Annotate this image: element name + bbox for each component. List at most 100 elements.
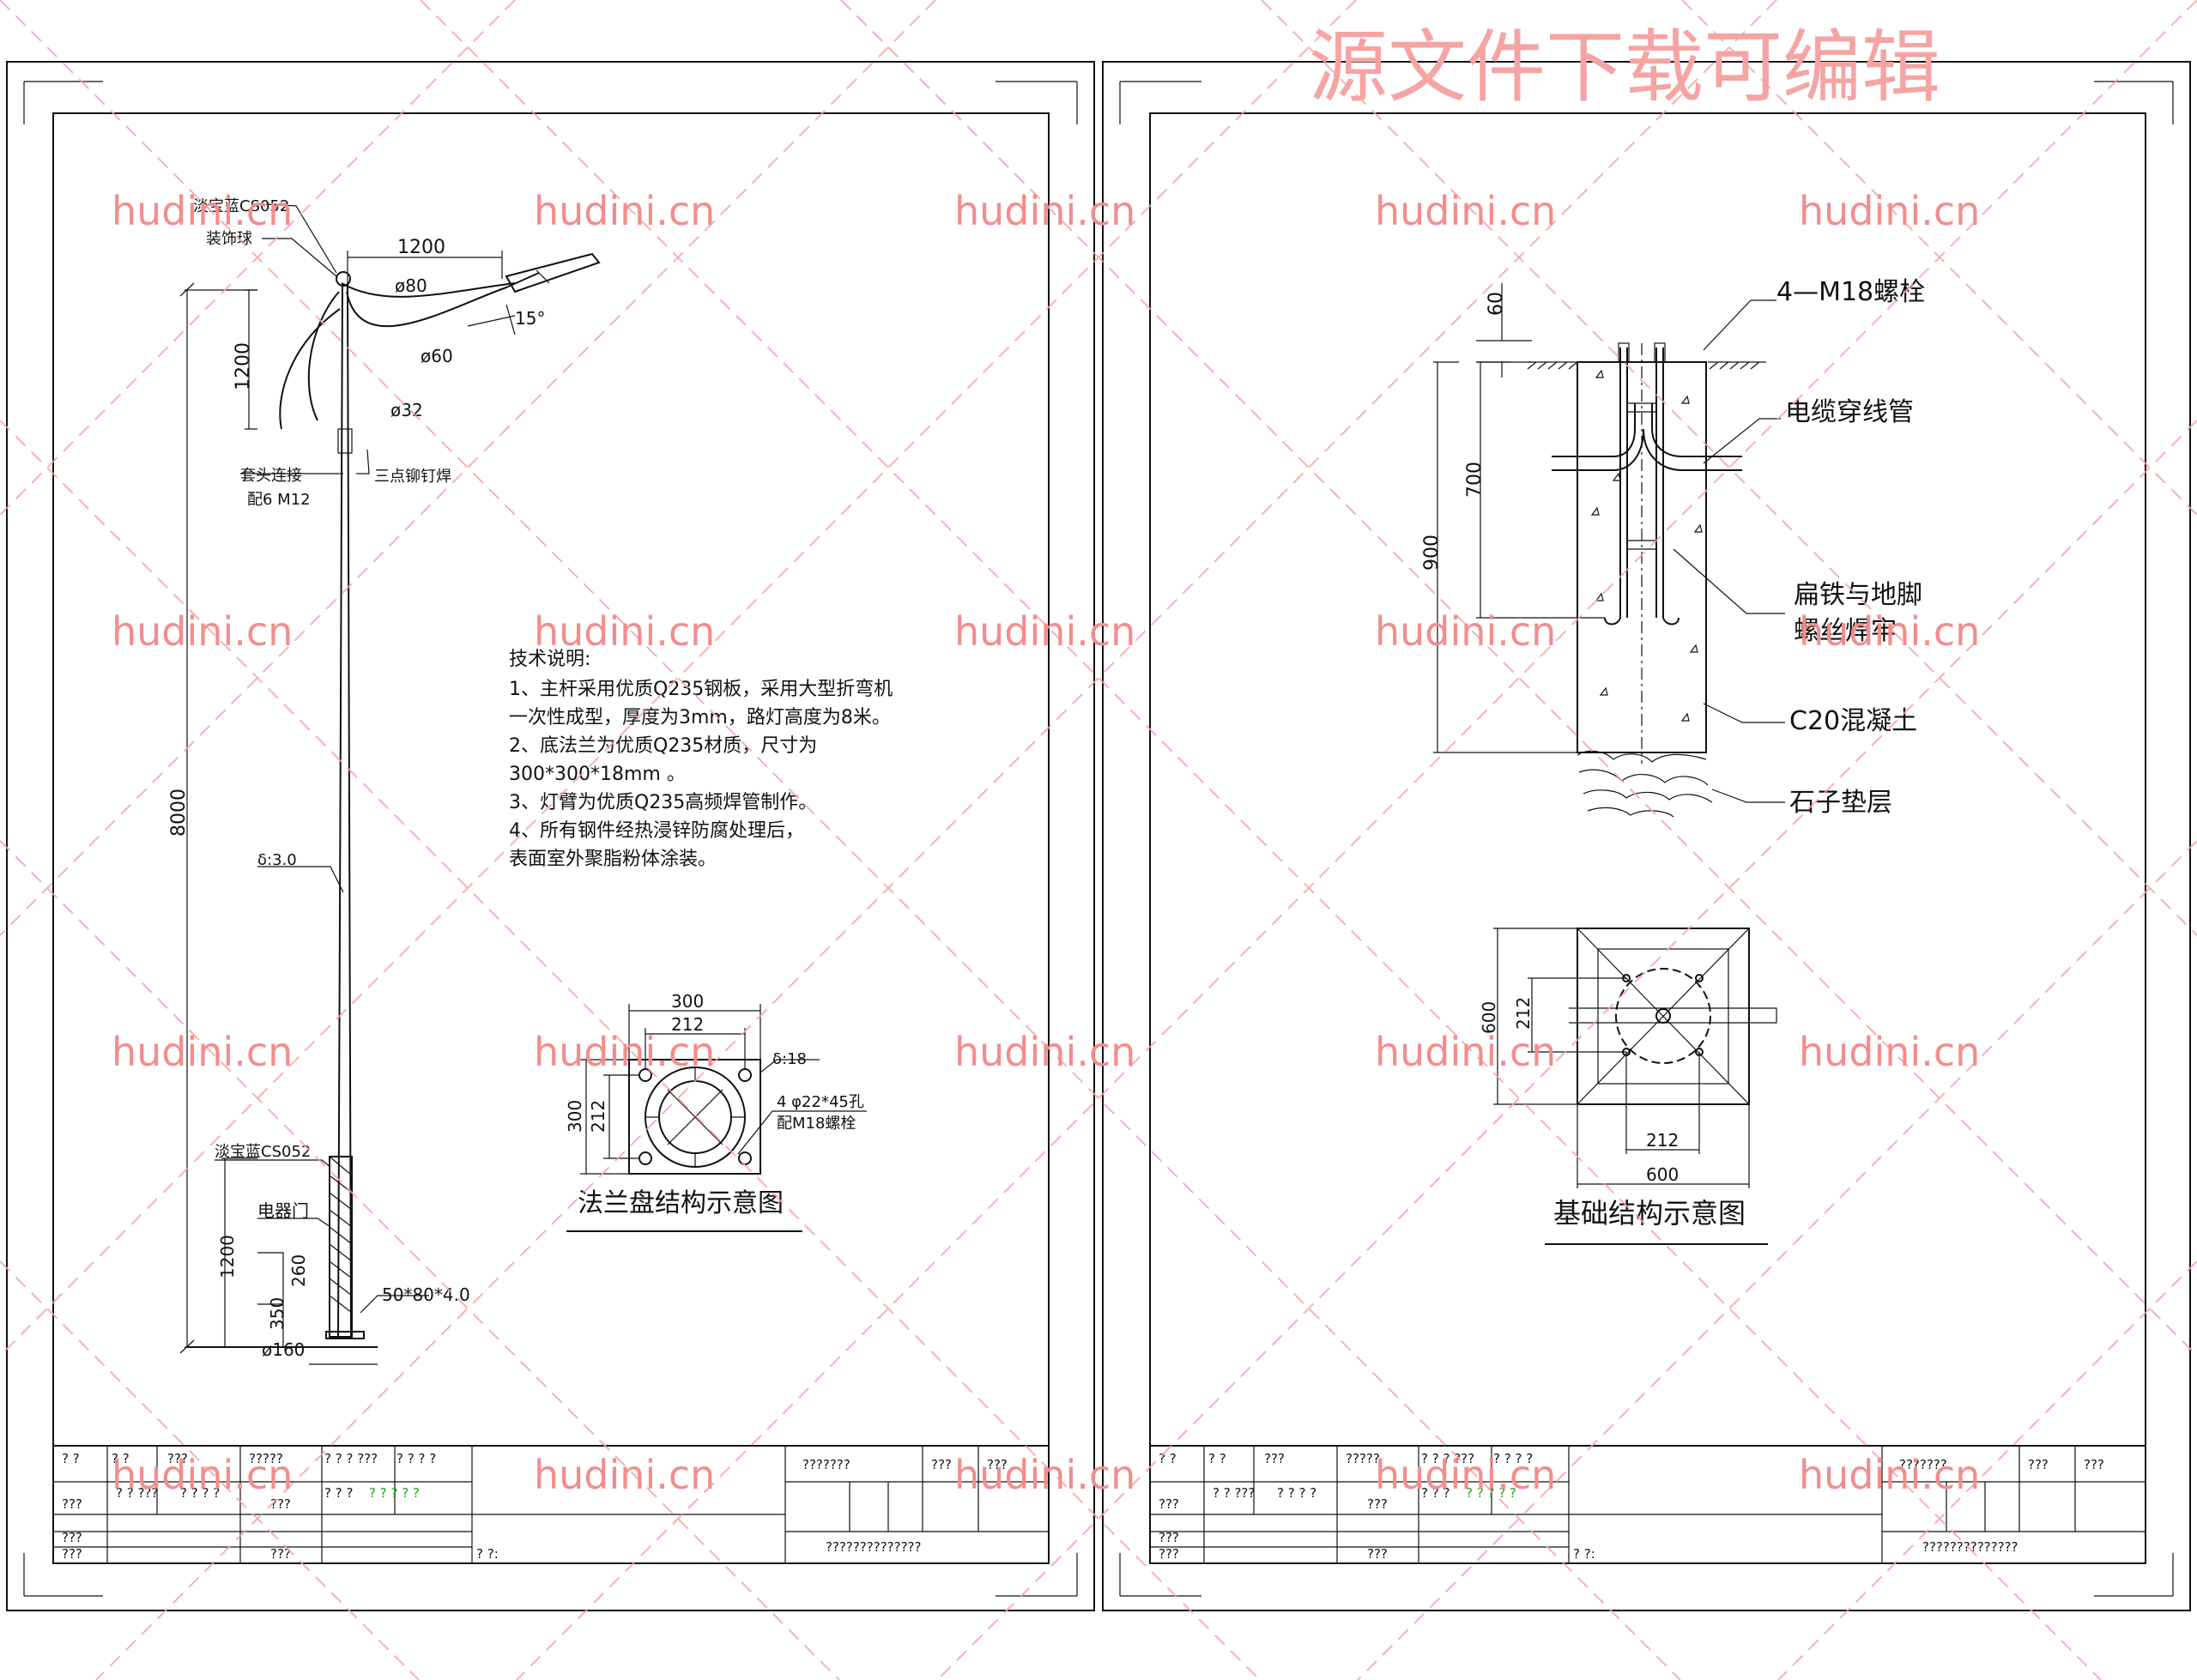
tb-right-r1c2: ? ?: [1208, 1451, 1226, 1466]
flange-width: 300: [671, 991, 704, 1012]
tb-left-r1c6: ? ? ? ?: [396, 1451, 436, 1466]
tech-notes: 技术说明: 1、主杆采用优质Q235钢板，采用大型折弯机 一次性成型，厚度为3m…: [509, 649, 893, 870]
tb-left-rb: ??????????????: [826, 1539, 921, 1555]
tb-right-r2c3: ? ? ? ?: [1277, 1485, 1316, 1501]
watermark-site-20: hudini.cn: [1799, 1452, 1980, 1498]
tb-right-r1c4: ?????: [1346, 1451, 1380, 1466]
tb-right-r4c1: ???: [1159, 1546, 1179, 1562]
watermark-site-8: hudini.cn: [954, 608, 1135, 655]
pole-dimensions: [179, 203, 503, 1365]
label-wall-thickness: δ:3.0: [257, 851, 297, 869]
tb-right-r1c1: ? ?: [1159, 1451, 1177, 1466]
dim-arm-dia-60: ø60: [421, 346, 453, 366]
plan-caption: 基础结构示意图: [1553, 1197, 1746, 1230]
watermark-text: 源文件下载可编辑 hudini.cn hudini.cn hudini.cn h…: [112, 21, 1980, 1498]
watermark-site-7: hudini.cn: [534, 608, 715, 655]
flange-bolts: 配M18螺栓: [777, 1115, 856, 1133]
tb-right-r2c1: ???: [1159, 1496, 1179, 1512]
label-concrete: C20混凝土: [1789, 706, 1917, 736]
watermark-site-19: hudini.cn: [1375, 1452, 1556, 1498]
watermark-site-5: hudini.cn: [1799, 188, 1980, 234]
label-sleeve-joint: 套头连接: [240, 467, 302, 485]
tb-left-r1c2: ? ?: [112, 1451, 130, 1466]
watermark-site-13: hudini.cn: [954, 1029, 1135, 1075]
flange-diagram: 300 212 300 212 δ:18 4 φ22*45孔 配M18螺栓 法兰…: [565, 991, 867, 1232]
tb-right-rt3: ???: [2084, 1457, 2104, 1472]
tb-right-r2c5: ? ? ?: [1421, 1485, 1450, 1501]
watermark-site-16: hudini.cn: [112, 1452, 293, 1498]
tb-right-rt1: ???????: [1899, 1457, 1947, 1472]
foundation-plan: 600 212 212 600 基础结构示意图: [1479, 928, 1777, 1245]
tb-right-r1c3: ???: [1264, 1451, 1285, 1466]
tb-left-rt2: ???: [931, 1457, 952, 1472]
dim-pole-height: 8000: [168, 789, 190, 837]
watermark-site-2: hudini.cn: [534, 188, 715, 234]
tech-note-line-3: 2、底法兰为优质Q235材质，尺寸为: [509, 735, 817, 757]
title-block-right: ? ? ? ? ??? ????? ? ? ? ??? ? ? ? ? ??? …: [1149, 1445, 2146, 1564]
dim-door-zone-height: 1200: [217, 1235, 238, 1278]
watermark-site-6: hudini.cn: [112, 608, 293, 655]
watermark-site-14: hudini.cn: [1375, 1029, 1556, 1075]
pole-elevation: [187, 252, 601, 1348]
tech-note-line-7: 表面室外聚脂粉体涂装。: [509, 849, 717, 870]
tb-left-r2c3: ? ? ? ?: [180, 1485, 220, 1501]
tb-left-r4c3: ? ?:: [476, 1546, 499, 1562]
watermark-site-9: hudini.cn: [1375, 608, 1556, 655]
watermark-site-17: hudini.cn: [534, 1452, 715, 1498]
label-anchor-bolts: 4—M18螺栓: [1776, 277, 1925, 307]
dim-arm-height: 1200: [233, 342, 254, 390]
dim-foundation-depth: 900: [1421, 535, 1443, 571]
label-sleeve-bolts: 配6 M12: [247, 491, 311, 509]
label-rivet-weld: 三点铆钉焊: [374, 468, 451, 486]
tb-left-r2c5: ? ? ?: [324, 1485, 353, 1501]
flange-height: 300: [565, 1100, 585, 1133]
label-cable-conduit: 电缆穿线管: [1785, 397, 1914, 427]
watermark-site-15: hudini.cn: [1799, 1029, 1980, 1075]
flange-caption: 法兰盘结构示意图: [578, 1188, 784, 1218]
tb-right-r3c1: ???: [1159, 1530, 1179, 1545]
dim-arm-angle: 15°: [515, 308, 545, 329]
tech-note-line-4: 300*300*18mm 。: [509, 764, 686, 785]
dim-door-base-height: 350: [267, 1297, 287, 1330]
plan-bolt-spacing-v: 212: [1513, 997, 1534, 1030]
label-electric-door: 电器门: [257, 1200, 309, 1221]
dim-arm-length: 1200: [397, 237, 445, 258]
tb-right-r2c6: ? ? ? ? ?: [1466, 1485, 1516, 1501]
watermark-site-3: hudini.cn: [954, 188, 1135, 234]
tb-right-r1c6: ? ? ? ?: [1493, 1451, 1533, 1466]
label-flat-iron-1: 扁铁与地脚: [1794, 580, 1922, 610]
dim-conduit-depth: 700: [1464, 462, 1486, 498]
label-flat-iron-2: 螺丝焊牢: [1794, 616, 1897, 646]
foundation-section: 60 700 900 4—M18螺栓 电缆穿线管 扁铁与地脚 螺丝焊牢 C20混…: [1421, 277, 1925, 818]
dim-door-height: 260: [288, 1254, 309, 1287]
tech-notes-heading: 技术说明:: [509, 649, 590, 670]
watermark-site-11: hudini.cn: [112, 1029, 293, 1075]
tb-left-r2c1: ???: [62, 1496, 82, 1512]
tb-right-rt2: ???: [2028, 1457, 2049, 1472]
watermark-site-18: hudini.cn: [954, 1452, 1135, 1498]
plan-size-h: 600: [1646, 1164, 1679, 1185]
tb-left-r2c4: ???: [270, 1496, 291, 1512]
tech-note-line-5: 3、灯臂为优质Q235高频焊管制作。: [509, 792, 817, 813]
tb-left-r2c6: ? ? ? ? ?: [369, 1485, 420, 1501]
plan-size-v: 600: [1479, 1001, 1499, 1034]
flange-holes: 4 φ22*45孔: [777, 1093, 864, 1111]
watermark-site-12: hudini.cn: [534, 1029, 715, 1075]
label-deco-color-bottom: 淡宝蓝CS052: [215, 1143, 311, 1161]
tb-right-r4c2: ???: [1367, 1546, 1388, 1562]
title-block-left: ? ? ? ? ??? ????? ? ? ? ??? ? ? ? ? ??? …: [52, 1445, 1050, 1564]
tech-note-line-1: 1、主杆采用优质Q235钢板，采用大型折弯机: [509, 679, 893, 700]
tb-right-r2c4: ???: [1367, 1496, 1388, 1512]
tb-left-r1c4: ?????: [249, 1451, 283, 1466]
watermark-site-1: hudini.cn: [112, 188, 293, 234]
tb-left-r2c2: ? ? ???: [116, 1485, 158, 1501]
flange-thickness: δ:18: [772, 1050, 807, 1068]
flange-bolt-spacing: 212: [671, 1014, 704, 1035]
tb-left-r4c2: ???: [270, 1546, 291, 1562]
plan-bolt-spacing-h: 212: [1646, 1130, 1679, 1151]
tb-right-r1c5: ? ? ? ???: [1421, 1451, 1474, 1466]
tb-right-r2c2: ? ? ???: [1213, 1485, 1255, 1501]
flange-bolt-spacing-v: 212: [588, 1100, 608, 1133]
label-gravel: 石子垫层: [1789, 788, 1892, 818]
